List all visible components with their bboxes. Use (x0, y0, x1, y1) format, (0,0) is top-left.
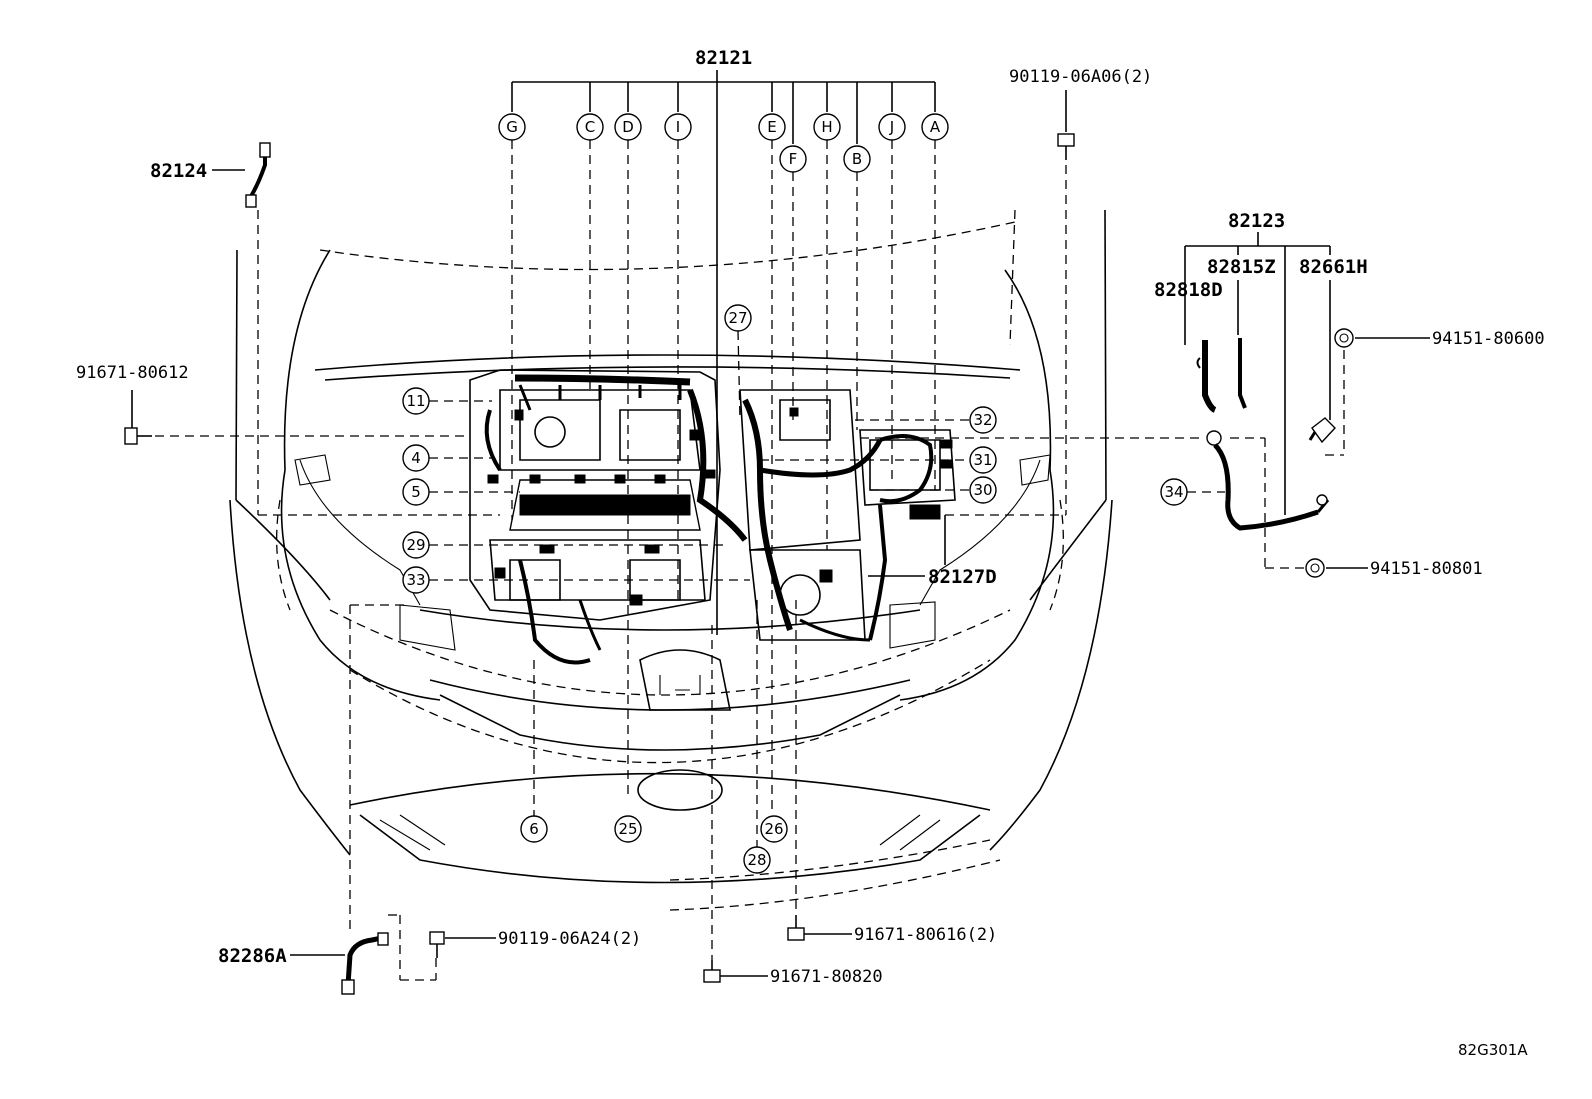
bolt-91671-80612: 91671-80612 (76, 363, 470, 445)
nut-icon (1305, 558, 1325, 578)
diagram-reference-code: 82G301A (1458, 1041, 1528, 1059)
svg-text:I: I (676, 118, 680, 136)
part-82127D-label: 82127D (928, 566, 997, 588)
svg-text:F: F (789, 150, 798, 168)
bolt-91671-80616-label: 91671-80616(2) (854, 925, 997, 945)
svg-text:G: G (506, 118, 518, 136)
callout-31: 31 (760, 446, 997, 474)
part-82124-label: 82124 (150, 160, 207, 182)
svg-text:29: 29 (406, 536, 425, 554)
callout-A: A (921, 113, 949, 141)
callout-27: 27 (724, 304, 752, 421)
callout-F: F (779, 145, 807, 173)
callout-D: D (614, 113, 642, 141)
engine-bay (469, 369, 956, 665)
bolt-icon (1057, 133, 1075, 147)
callout-29: 29 (402, 531, 725, 559)
bolt-90119-06A24: 90119-06A24(2) (429, 929, 641, 958)
harness-82121-callouts: 82121 G C D I E (498, 47, 949, 810)
bolt-icon (787, 927, 805, 941)
bolt-icon (703, 969, 721, 983)
callout-6: 6 (520, 660, 548, 843)
part-82815Z-label: 82815Z (1207, 256, 1276, 278)
part-82123-label: 82123 (1228, 210, 1285, 232)
callout-G: G (498, 113, 526, 141)
part-82121-label: 82121 (695, 47, 752, 69)
svg-text:4: 4 (411, 449, 421, 467)
right-number-callouts: 27 32 31 30 (724, 304, 997, 504)
svg-text:33: 33 (406, 571, 425, 589)
svg-text:H: H (821, 118, 832, 136)
callout-32: 32 (855, 406, 997, 434)
svg-text:25: 25 (618, 820, 637, 838)
callout-28: 28 (743, 600, 771, 874)
svg-text:A: A (930, 118, 941, 136)
bolt-90119-06A24-label: 90119-06A24(2) (498, 929, 641, 949)
part-82127D: 82127D (868, 515, 997, 588)
bolt-91671-80820: 91671-80820 (703, 960, 883, 987)
callout-11: 11 (402, 387, 492, 415)
svg-text:E: E (767, 118, 776, 136)
nut-icon (1334, 328, 1354, 348)
bolt-90119-06A06-label: 90119-06A06(2) (1009, 67, 1152, 87)
bolt-91671-80820-label: 91671-80820 (770, 967, 883, 987)
bolt-90119-06A06: 90119-06A06(2) (945, 67, 1152, 516)
callout-B: B (843, 145, 871, 173)
part-82661H-label: 82661H (1299, 256, 1368, 278)
callout-33: 33 (402, 566, 750, 594)
nut-94151-80801: 94151-80801 (1305, 558, 1483, 579)
svg-text:D: D (622, 118, 634, 136)
svg-text:6: 6 (529, 820, 539, 838)
callout-C: C (576, 113, 604, 141)
part-82124: 82124 (150, 142, 500, 516)
part-82286A: 82286A (218, 604, 437, 995)
svg-text:26: 26 (764, 820, 783, 838)
part-82818D-label: 82818D (1154, 279, 1223, 301)
svg-text:32: 32 (973, 411, 992, 429)
svg-text:27: 27 (728, 309, 747, 327)
part-82286A-label: 82286A (218, 945, 287, 967)
part-82123-group: 82123 82815Z 82661H 82818D 34 (860, 210, 1368, 569)
svg-text:34: 34 (1164, 483, 1183, 501)
vehicle-body-outline (229, 209, 1113, 911)
callout-30: 30 (870, 476, 997, 504)
callout-I: I (664, 113, 692, 141)
svg-text:11: 11 (406, 392, 425, 410)
left-number-callouts: 11 4 5 29 33 (402, 387, 750, 594)
svg-text:28: 28 (747, 851, 766, 869)
callout-34: 34 (1160, 478, 1225, 506)
svg-text:B: B (852, 150, 862, 168)
callout-4: 4 (402, 444, 495, 472)
bolt-91671-80612-label: 91671-80612 (76, 363, 189, 383)
callout-H: H (813, 113, 841, 141)
nut-94151-80600: 94151-80600 (1325, 328, 1545, 456)
svg-text:5: 5 (411, 483, 421, 501)
svg-text:J: J (889, 118, 894, 136)
nut-94151-80600-label: 94151-80600 (1432, 329, 1545, 349)
callout-25: 25 (614, 815, 642, 843)
svg-text:30: 30 (973, 481, 992, 499)
bolt-icon (124, 427, 138, 445)
callout-5: 5 (402, 478, 520, 506)
bolt-91671-80616: 91671-80616(2) (787, 915, 997, 945)
svg-text:31: 31 (973, 451, 992, 469)
nut-94151-80801-label: 94151-80801 (1370, 559, 1483, 579)
svg-text:C: C (585, 118, 595, 136)
bolt-icon (429, 931, 445, 945)
callout-J: J (878, 113, 906, 141)
callout-E: E (758, 113, 786, 141)
bottom-number-callouts: 6 25 26 28 (520, 600, 797, 960)
callout-26: 26 (760, 815, 788, 843)
